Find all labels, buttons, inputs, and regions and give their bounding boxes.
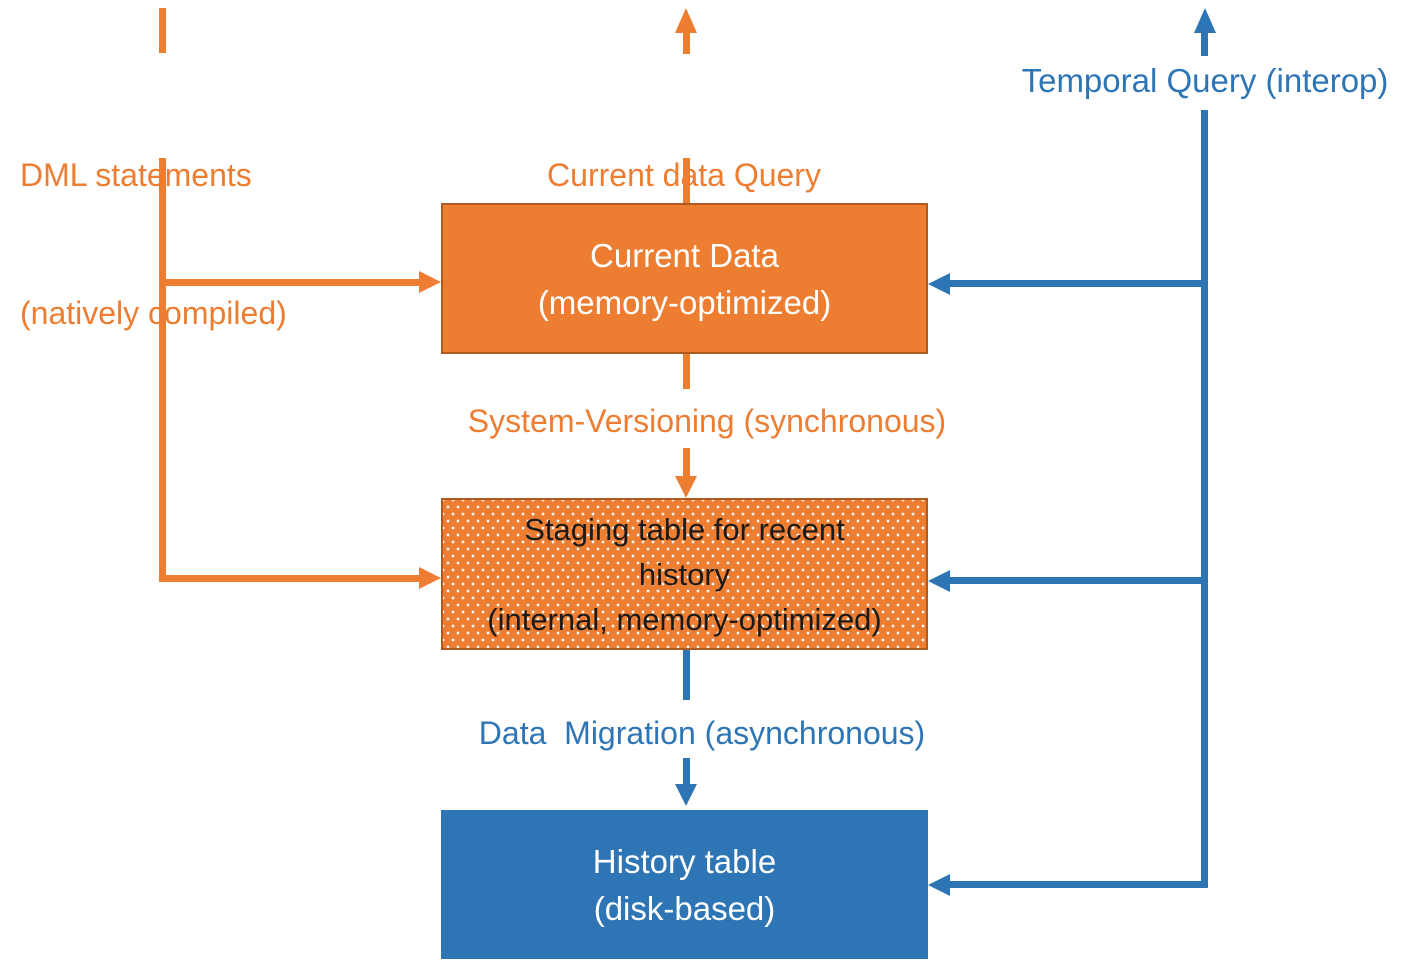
versioning-to-staging-arrowhead-icon: [675, 476, 697, 498]
versioning-to-staging-arrow-shaft: [683, 448, 690, 478]
temporal-to-history-arrowhead-icon: [928, 874, 950, 896]
current-query-up-arrowhead-icon: [675, 8, 697, 33]
dml-to-staging-arrowhead-icon: [419, 567, 441, 589]
current-query-up-arrow-shaft: [683, 31, 690, 54]
system-versioning-label: System-Versioning (synchronous): [467, 403, 947, 439]
current-data-box-subtitle: (memory-optimized): [537, 283, 832, 321]
temporal-query-up-arrow-shaft: [1201, 32, 1208, 56]
dml-to-current-arrow-shaft: [159, 279, 421, 286]
data-migration-label: Data Migration (asynchronous): [478, 715, 926, 751]
temporal-to-current-arrow-shaft: [950, 280, 1208, 287]
current-data-box-title: Current Data: [590, 236, 779, 274]
temporal-query-line-main: [1201, 110, 1208, 888]
migration-to-history-arrow-shaft: [683, 758, 690, 786]
dml-to-current-arrowhead-icon: [419, 271, 441, 293]
history-table-box: History table (disk-based): [441, 810, 928, 959]
dml-statements-label-line2: (natively compiled): [20, 295, 287, 331]
staging-table-box-line1: Staging table for recent: [524, 511, 845, 547]
staging-table-box: Staging table for recent history (intern…: [441, 498, 928, 650]
current-query-to-box-line: [683, 158, 690, 204]
staging-table-box-line3: (internal, memory-optimized): [487, 601, 882, 637]
history-table-box-title: History table: [592, 842, 777, 880]
dml-line-main: [159, 158, 166, 581]
current-to-versioning-line: [683, 354, 690, 389]
dml-statements-label-line1: DML statements: [20, 157, 252, 193]
history-table-box-subtitle: (disk-based): [593, 889, 776, 927]
temporal-to-history-arrow-shaft: [950, 881, 1208, 888]
staging-to-migration-line: [683, 650, 690, 700]
dml-line-top: [159, 8, 166, 53]
temporal-to-current-arrowhead-icon: [928, 273, 950, 295]
staging-table-box-line2: history: [638, 556, 731, 592]
dml-statements-label: DML statements (natively compiled): [20, 60, 287, 428]
temporal-to-staging-arrowhead-icon: [928, 570, 950, 592]
temporal-to-staging-arrow-shaft: [950, 577, 1208, 584]
temporal-query-up-arrowhead-icon: [1194, 8, 1216, 33]
migration-to-history-arrowhead-icon: [675, 784, 697, 806]
temporal-query-label: Temporal Query (interop): [1021, 62, 1389, 99]
current-query-label-line1: Current data Query: [547, 157, 821, 193]
dml-to-staging-arrow-shaft: [159, 575, 421, 582]
current-data-box: Current Data (memory-optimized): [441, 203, 928, 354]
